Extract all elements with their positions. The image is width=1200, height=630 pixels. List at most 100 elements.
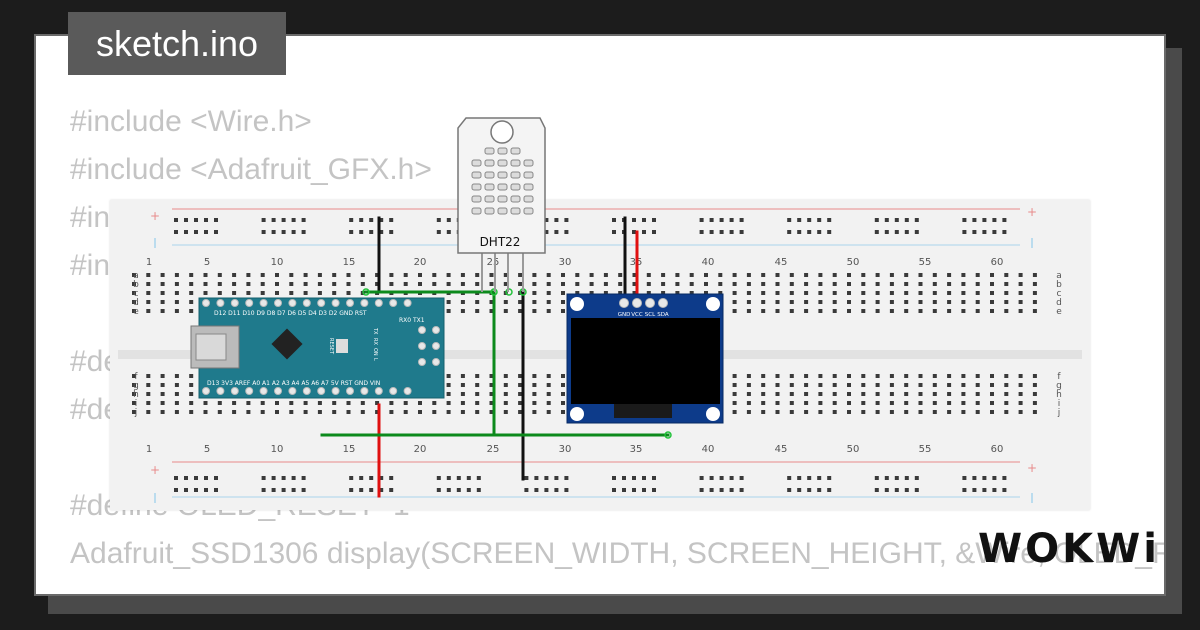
rail-hole bbox=[184, 476, 188, 480]
breadboard-hole bbox=[732, 309, 737, 313]
breadboard-hole bbox=[761, 291, 766, 295]
breadboard-hole bbox=[146, 392, 151, 396]
breadboard-hole bbox=[446, 273, 451, 277]
dht22-vent bbox=[484, 159, 495, 167]
breadboard-hole bbox=[990, 392, 994, 396]
nano-led-label: RX bbox=[372, 338, 378, 345]
breadboard-hole bbox=[589, 291, 594, 295]
breadboard-hole bbox=[232, 291, 237, 295]
breadboard-hole bbox=[546, 374, 551, 378]
breadboard-hole bbox=[804, 374, 809, 378]
breadboard-hole bbox=[1032, 273, 1037, 277]
rail-hole bbox=[699, 488, 704, 492]
breadboard-hole bbox=[489, 383, 494, 387]
rail-hole bbox=[554, 218, 559, 222]
breadboard-hole bbox=[746, 300, 751, 304]
breadboard-hole bbox=[317, 410, 322, 414]
nano-pin-top bbox=[245, 299, 254, 307]
breadboard-hole bbox=[875, 282, 880, 286]
dht22-vent bbox=[497, 171, 508, 179]
breadboard-hole bbox=[990, 374, 994, 378]
nano-pin-top bbox=[389, 299, 398, 307]
breadboard-hole bbox=[217, 401, 222, 405]
breadboard-hole bbox=[460, 383, 465, 387]
breadboard-hole bbox=[475, 401, 480, 405]
breadboard-hole bbox=[889, 291, 894, 295]
nano-pin-bottom bbox=[259, 387, 268, 395]
breadboard-hole bbox=[1018, 410, 1023, 414]
breadboard-hole bbox=[932, 291, 937, 295]
rail-hole bbox=[1002, 218, 1007, 222]
rail-hole bbox=[204, 476, 208, 480]
file-tab[interactable]: sketch.ino bbox=[68, 12, 286, 75]
breadboard-hole bbox=[789, 309, 794, 313]
breadboard-hole bbox=[847, 374, 851, 378]
oled-ribbon bbox=[614, 404, 672, 418]
breadboard-hole bbox=[804, 300, 809, 304]
breadboard-hole bbox=[904, 383, 909, 387]
breadboard-hole bbox=[775, 410, 780, 414]
breadboard-hole bbox=[889, 410, 894, 414]
breadboard-hole bbox=[160, 410, 165, 414]
breadboard-hole bbox=[475, 410, 480, 414]
rail-hole bbox=[271, 218, 276, 222]
column-number: 55 bbox=[919, 444, 932, 455]
breadboard-hole bbox=[775, 392, 780, 396]
dht22-label: DHT22 bbox=[480, 235, 521, 249]
icsp-pin bbox=[418, 358, 426, 366]
breadboard-hole bbox=[146, 300, 151, 304]
rail-hole bbox=[554, 230, 559, 234]
rail-hole bbox=[261, 218, 266, 222]
breadboard-hole bbox=[518, 374, 523, 378]
breadboard-hole bbox=[518, 309, 523, 313]
breadboard-hole bbox=[1018, 273, 1023, 277]
breadboard-hole bbox=[975, 401, 980, 405]
column-number: 50 bbox=[847, 444, 860, 455]
breadboard-hole bbox=[975, 392, 980, 396]
rail-hole bbox=[894, 218, 899, 222]
breadboard-hole bbox=[360, 410, 365, 414]
breadboard-hole bbox=[918, 309, 923, 313]
breadboard-hole bbox=[289, 410, 294, 414]
rail-hole bbox=[632, 218, 636, 222]
rail-hole bbox=[642, 218, 646, 222]
breadboard-hole bbox=[875, 401, 880, 405]
breadboard-hole bbox=[761, 309, 766, 313]
breadboard-hole bbox=[932, 273, 937, 277]
breadboard-hole bbox=[889, 273, 894, 277]
oled-mount-hole bbox=[570, 407, 584, 421]
column-number: 45 bbox=[775, 444, 788, 455]
breadboard-hole bbox=[217, 410, 222, 414]
row-letter: i bbox=[135, 399, 138, 409]
rail-hole bbox=[466, 488, 471, 492]
breadboard-hole bbox=[875, 309, 880, 313]
breadboard-hole bbox=[589, 273, 594, 277]
breadboard-hole bbox=[789, 410, 794, 414]
breadboard-hole bbox=[260, 282, 265, 286]
rail-hole bbox=[709, 230, 714, 234]
code-line: #include <Wire.h> bbox=[70, 105, 312, 138]
rail-hole bbox=[699, 476, 704, 480]
breadboard-hole bbox=[761, 282, 766, 286]
reset-label: RESET bbox=[328, 338, 334, 355]
breadboard-hole bbox=[861, 291, 866, 295]
breadboard-hole bbox=[232, 273, 237, 277]
rail-hole bbox=[914, 218, 919, 222]
breadboard-hole bbox=[746, 282, 751, 286]
breadboard-hole bbox=[189, 383, 194, 387]
rail-hole bbox=[174, 230, 178, 234]
breadboard-hole bbox=[189, 401, 194, 405]
breadboard-hole bbox=[675, 273, 680, 277]
breadboard-hole bbox=[132, 383, 136, 387]
breadboard-hole bbox=[446, 282, 451, 286]
row-letter: b bbox=[1056, 280, 1062, 290]
breadboard-hole bbox=[346, 273, 351, 277]
breadboard-hole bbox=[132, 291, 136, 295]
breadboard-hole bbox=[317, 401, 322, 405]
breadboard-hole bbox=[804, 410, 809, 414]
code-line: #include <Adafruit_GFX.h> bbox=[70, 153, 432, 186]
breadboard-hole bbox=[689, 291, 694, 295]
rail-hole bbox=[261, 230, 266, 234]
breadboard-hole bbox=[132, 410, 136, 414]
